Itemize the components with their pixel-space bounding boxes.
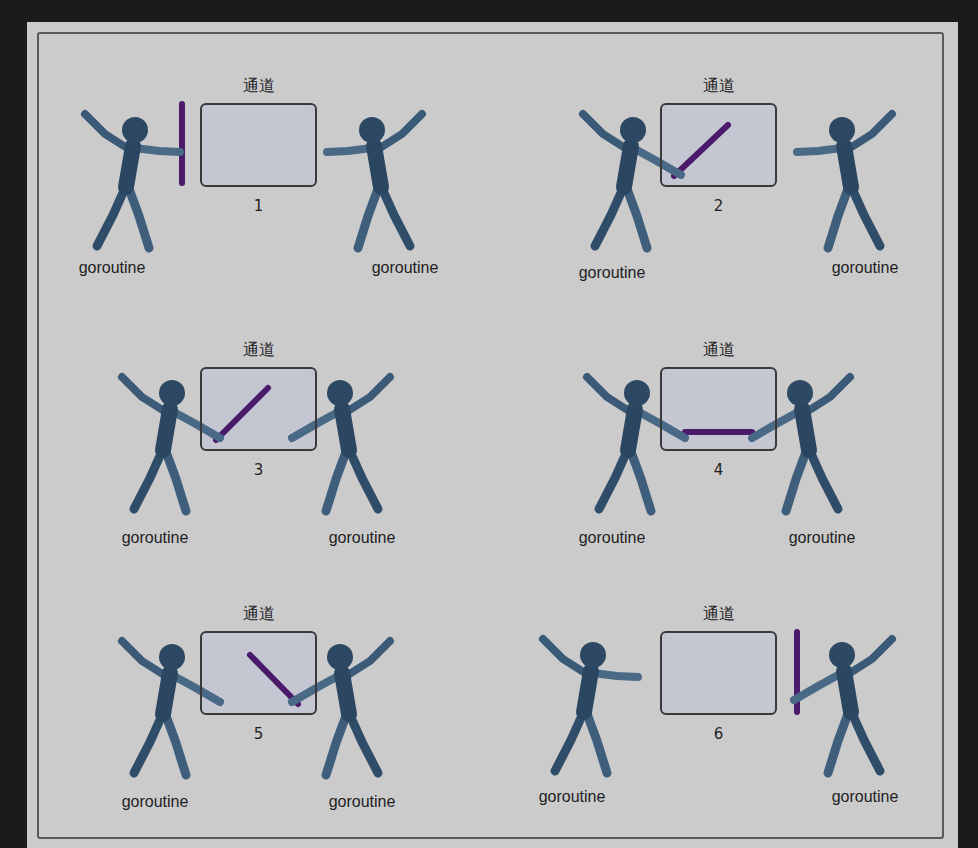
channel-box: 通道2 — [660, 103, 777, 187]
goroutine-label: goroutine — [79, 259, 146, 277]
channel-box: 通道5 — [200, 631, 317, 715]
goroutine-label: goroutine — [329, 793, 396, 811]
goroutine-label: goroutine — [122, 793, 189, 811]
goroutine-label: goroutine — [789, 529, 856, 547]
data-rod — [182, 104, 797, 712]
channel-title: 通道 — [703, 76, 735, 97]
channel-box: 通道4 — [660, 367, 777, 451]
channel-title: 通道 — [703, 340, 735, 361]
channel-title: 通道 — [243, 76, 275, 97]
panel-frame — [38, 33, 943, 838]
channel-fill — [200, 103, 777, 715]
goroutine-label: goroutine — [832, 788, 899, 806]
goroutine-label: goroutine — [579, 264, 646, 282]
step-number: 1 — [254, 197, 264, 215]
goroutine-label: goroutine — [832, 259, 899, 277]
goroutine-figure — [85, 114, 892, 775]
step-number: 3 — [254, 461, 264, 479]
channel-box: 通道3 — [200, 367, 317, 451]
goroutine-label: goroutine — [579, 529, 646, 547]
step-number: 4 — [714, 461, 724, 479]
panel-ground — [27, 22, 958, 848]
step-number: 2 — [714, 197, 724, 215]
step-number: 6 — [714, 725, 724, 743]
goroutine-label: goroutine — [122, 529, 189, 547]
channel-title: 通道 — [243, 604, 275, 625]
goroutine-label: goroutine — [329, 529, 396, 547]
step-number: 5 — [254, 725, 264, 743]
channel-title: 通道 — [243, 340, 275, 361]
goroutine-label: goroutine — [539, 788, 606, 806]
goroutine-label: goroutine — [372, 259, 439, 277]
channel-box: 通道1 — [200, 103, 317, 187]
channel-box: 通道6 — [660, 631, 777, 715]
channel-title: 通道 — [703, 604, 735, 625]
